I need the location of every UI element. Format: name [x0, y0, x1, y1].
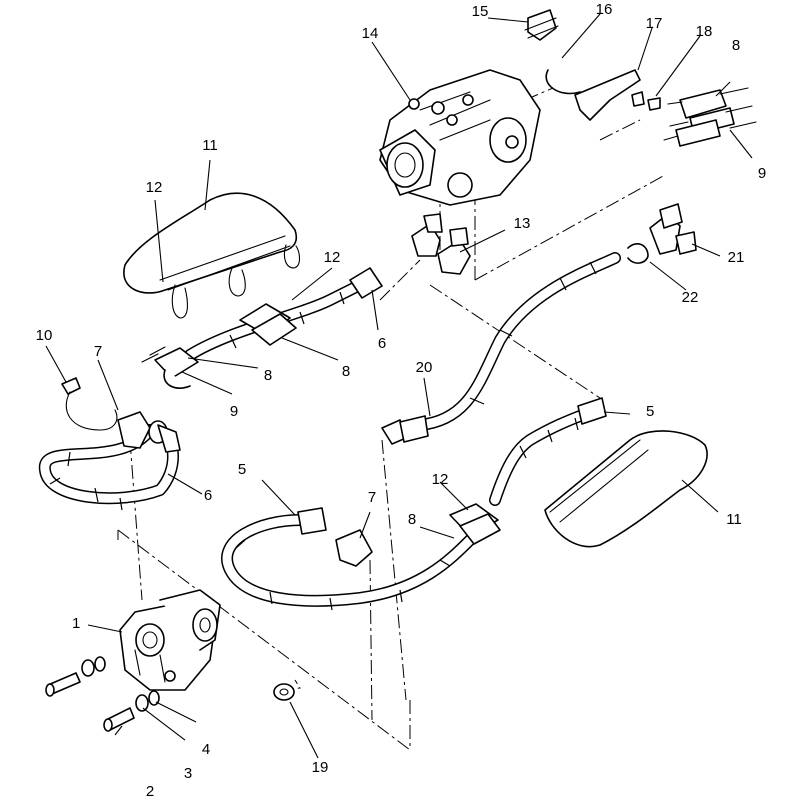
callout-8-left: 8: [264, 367, 272, 384]
callout-12-upper: 12: [146, 179, 163, 196]
callout-13: 13: [514, 215, 531, 232]
callout-18: 18: [696, 23, 713, 40]
wire-connectors: [663, 87, 757, 147]
callout-8-mid: 8: [342, 363, 350, 380]
callout-19: 19: [312, 759, 329, 776]
callout-9-left: 9: [230, 403, 238, 420]
callout-4: 4: [202, 741, 210, 758]
bracket-assembly: [524, 9, 661, 121]
callout-11-upper: 11: [202, 137, 218, 154]
callout-12-lower: 12: [432, 471, 449, 488]
assembly-lines: [117, 84, 666, 751]
callout-6-lower: 6: [204, 487, 212, 504]
callout-9-right: 9: [758, 165, 766, 182]
hardware: [45, 656, 160, 732]
callout-17: 17: [646, 15, 663, 32]
callout-5-upper: 5: [646, 403, 654, 420]
callout-7-left: 7: [94, 343, 102, 360]
callout-3: 3: [184, 765, 192, 782]
callout-6-upper: 6: [378, 335, 386, 352]
wheel-motor: [119, 589, 221, 691]
callout-12-mid: 12: [324, 249, 341, 266]
callout-labels: 1 2 3 4 5 5 6 6 7 7 8 8 8 8 9 9 10 11 11…: [36, 1, 767, 800]
callout-15: 15: [472, 3, 489, 20]
callout-11-lower: 11: [726, 511, 742, 528]
callout-2: 2: [146, 783, 154, 800]
callout-10: 10: [36, 327, 53, 344]
hydrostatic-pump: [379, 69, 541, 206]
callout-22: 22: [682, 289, 699, 306]
callout-8-right: 8: [732, 37, 740, 54]
fittings: [117, 203, 697, 701]
callout-5-lower: 5: [238, 461, 246, 478]
callout-7-lower: 7: [368, 489, 376, 506]
callout-14: 14: [362, 25, 379, 42]
heat-shield-upper: [123, 192, 301, 319]
callout-21: 21: [728, 249, 745, 266]
leader-lines: [45, 13, 753, 759]
hoses: [38, 252, 621, 611]
callout-1: 1: [72, 615, 80, 632]
clamps-left: [61, 346, 199, 431]
callout-20: 20: [416, 359, 433, 376]
callout-16: 16: [596, 1, 613, 18]
heat-shield-lower: [544, 430, 708, 548]
callout-8-lower: 8: [408, 511, 416, 528]
